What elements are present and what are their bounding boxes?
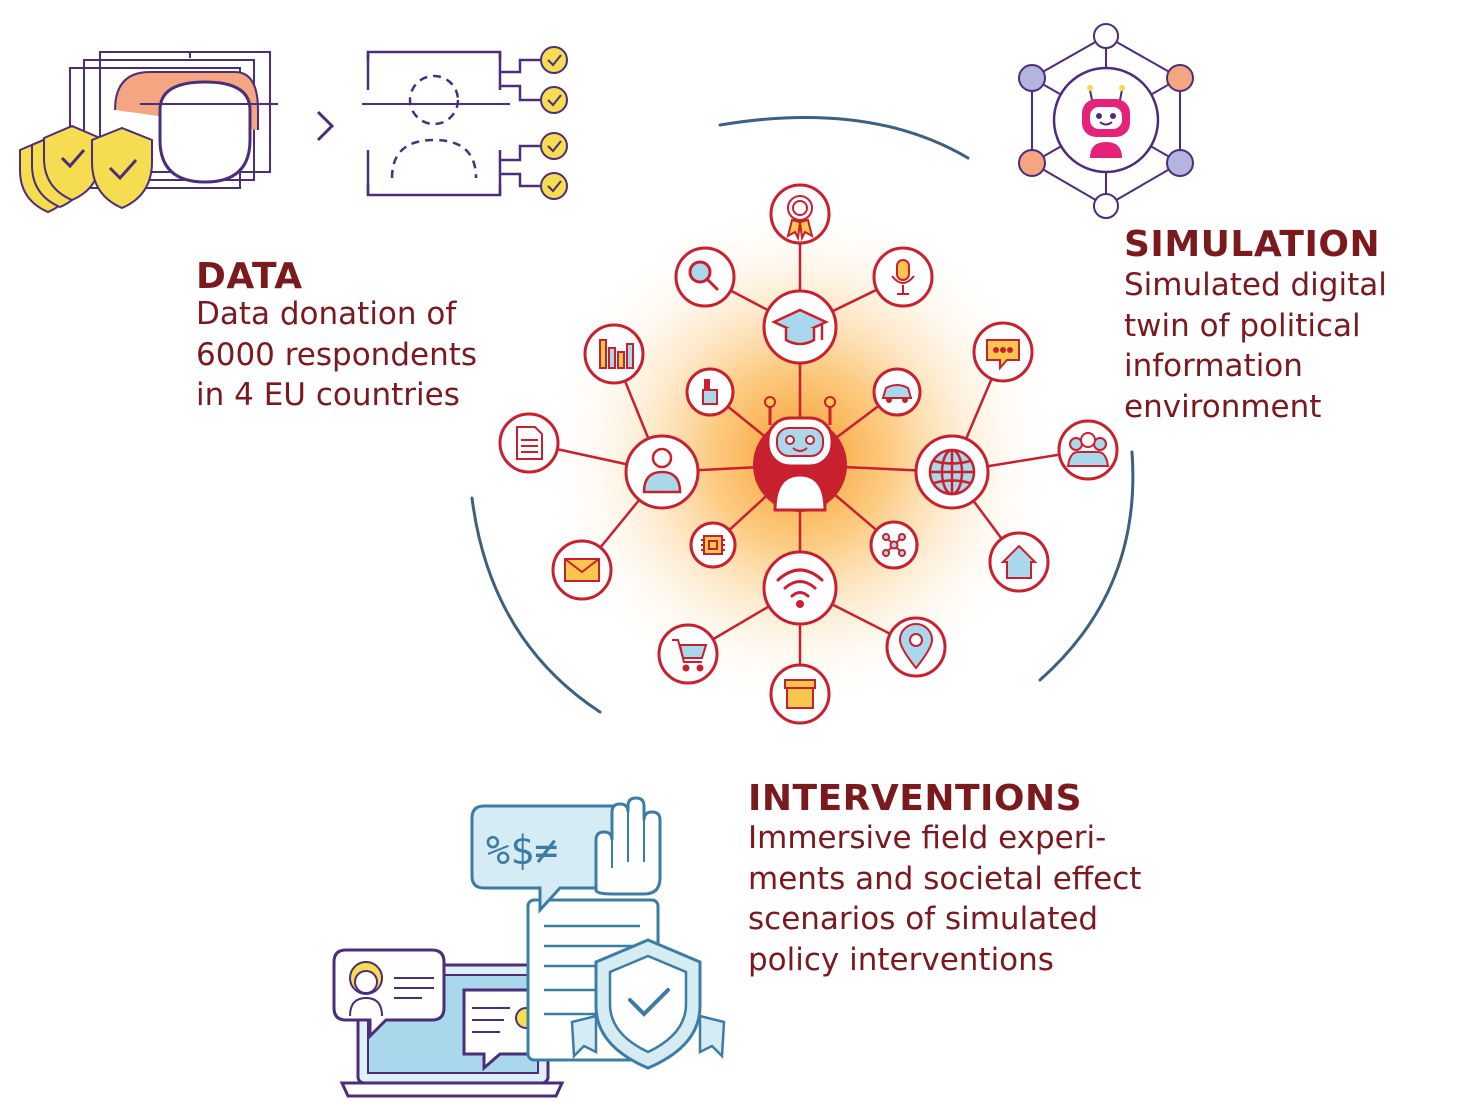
node-car <box>872 367 922 417</box>
interventions-line-1: Immersive field experi- <box>748 820 1107 856</box>
node-chat <box>972 321 1034 383</box>
mail-icon <box>564 558 600 582</box>
data-line-2: 6000 respondents <box>196 336 478 373</box>
document-icon <box>516 426 543 460</box>
speech-bubble-symbols: %$≠ <box>486 828 558 874</box>
video-call-bubble-icon <box>332 948 446 1040</box>
simulation-line-4: environment <box>1124 388 1322 425</box>
cycle-arc-top <box>718 115 970 160</box>
location-pin-icon <box>898 623 934 670</box>
microphone-icon <box>891 259 915 295</box>
simulation-description: Simulated digital twin of political info… <box>1124 265 1387 427</box>
stop-hand-icon <box>594 796 662 896</box>
wifi-icon <box>776 568 824 608</box>
node-document <box>498 412 560 474</box>
node-mail <box>551 539 613 601</box>
simulation-line-1: Simulated digital <box>1124 267 1387 303</box>
anonymized-user-icon <box>362 50 540 197</box>
node-award <box>769 183 831 245</box>
network-icon <box>882 533 906 557</box>
interventions-illustration: %$≠ <box>332 796 726 1098</box>
robot-icon <box>764 396 836 512</box>
node-microphone <box>872 246 934 308</box>
node-network <box>869 520 919 570</box>
node-wifi <box>762 550 838 626</box>
node-home <box>988 531 1050 593</box>
bar-chart-icon <box>599 339 634 369</box>
data-illustration <box>19 46 568 214</box>
simulation-heading: SIMULATION <box>1124 224 1381 265</box>
globe-icon <box>928 448 976 496</box>
node-search <box>674 246 736 308</box>
node-box <box>769 663 831 725</box>
simulation-line-2: twin of political <box>1124 307 1361 344</box>
cycle-arc-left <box>470 496 602 714</box>
check-badge-icons <box>540 46 568 200</box>
node-graduation-cap <box>762 289 838 365</box>
node-group <box>1057 419 1119 481</box>
award-icon <box>786 195 814 242</box>
shield-ribbon-icon <box>570 938 726 1070</box>
cycle-arcs <box>470 115 1135 714</box>
speech-bubble-symbols-icon: %$≠ <box>470 804 634 914</box>
chip-icon <box>701 535 725 555</box>
data-description: Data donation of 6000 respondents in 4 E… <box>196 294 477 416</box>
simulation-illustration <box>1018 23 1194 219</box>
car-icon <box>881 384 913 403</box>
arrow-right-icon <box>316 110 335 142</box>
node-factory <box>685 367 735 417</box>
interventions-heading: INTERVENTIONS <box>748 778 1083 819</box>
search-icon <box>688 260 719 291</box>
node-cart <box>657 623 719 685</box>
cart-icon <box>672 639 708 672</box>
shield-check-icon <box>19 124 153 214</box>
data-line-3: in 4 EU countries <box>196 377 460 413</box>
factory-icon <box>702 379 718 405</box>
node-location <box>885 616 947 678</box>
data-heading: DATA <box>196 256 303 297</box>
node-chip <box>689 521 737 569</box>
node-user <box>624 434 700 510</box>
interventions-description: Immersive field experi- ments and societ… <box>748 818 1141 980</box>
face-scan-icon <box>114 52 278 184</box>
home-icon <box>1000 544 1038 579</box>
interventions-line-3: scenarios of simulated <box>748 901 1099 937</box>
node-globe <box>914 434 990 510</box>
interventions-line-2: ments and societal effect <box>748 860 1142 897</box>
user-icon <box>642 447 682 494</box>
node-bar-chart <box>583 323 645 385</box>
simulation-line-3: information <box>1124 348 1303 384</box>
chat-bubble-icon <box>986 339 1020 371</box>
graduation-cap-icon <box>771 308 829 346</box>
box-icon <box>784 679 816 709</box>
pink-robot-icon <box>1082 85 1130 158</box>
node-robot-center <box>753 396 847 512</box>
data-line-1: Data donation of <box>196 296 457 332</box>
group-icon <box>1066 432 1110 467</box>
cycle-arc-right <box>1038 450 1135 682</box>
interventions-line-4: policy interventions <box>748 941 1054 978</box>
